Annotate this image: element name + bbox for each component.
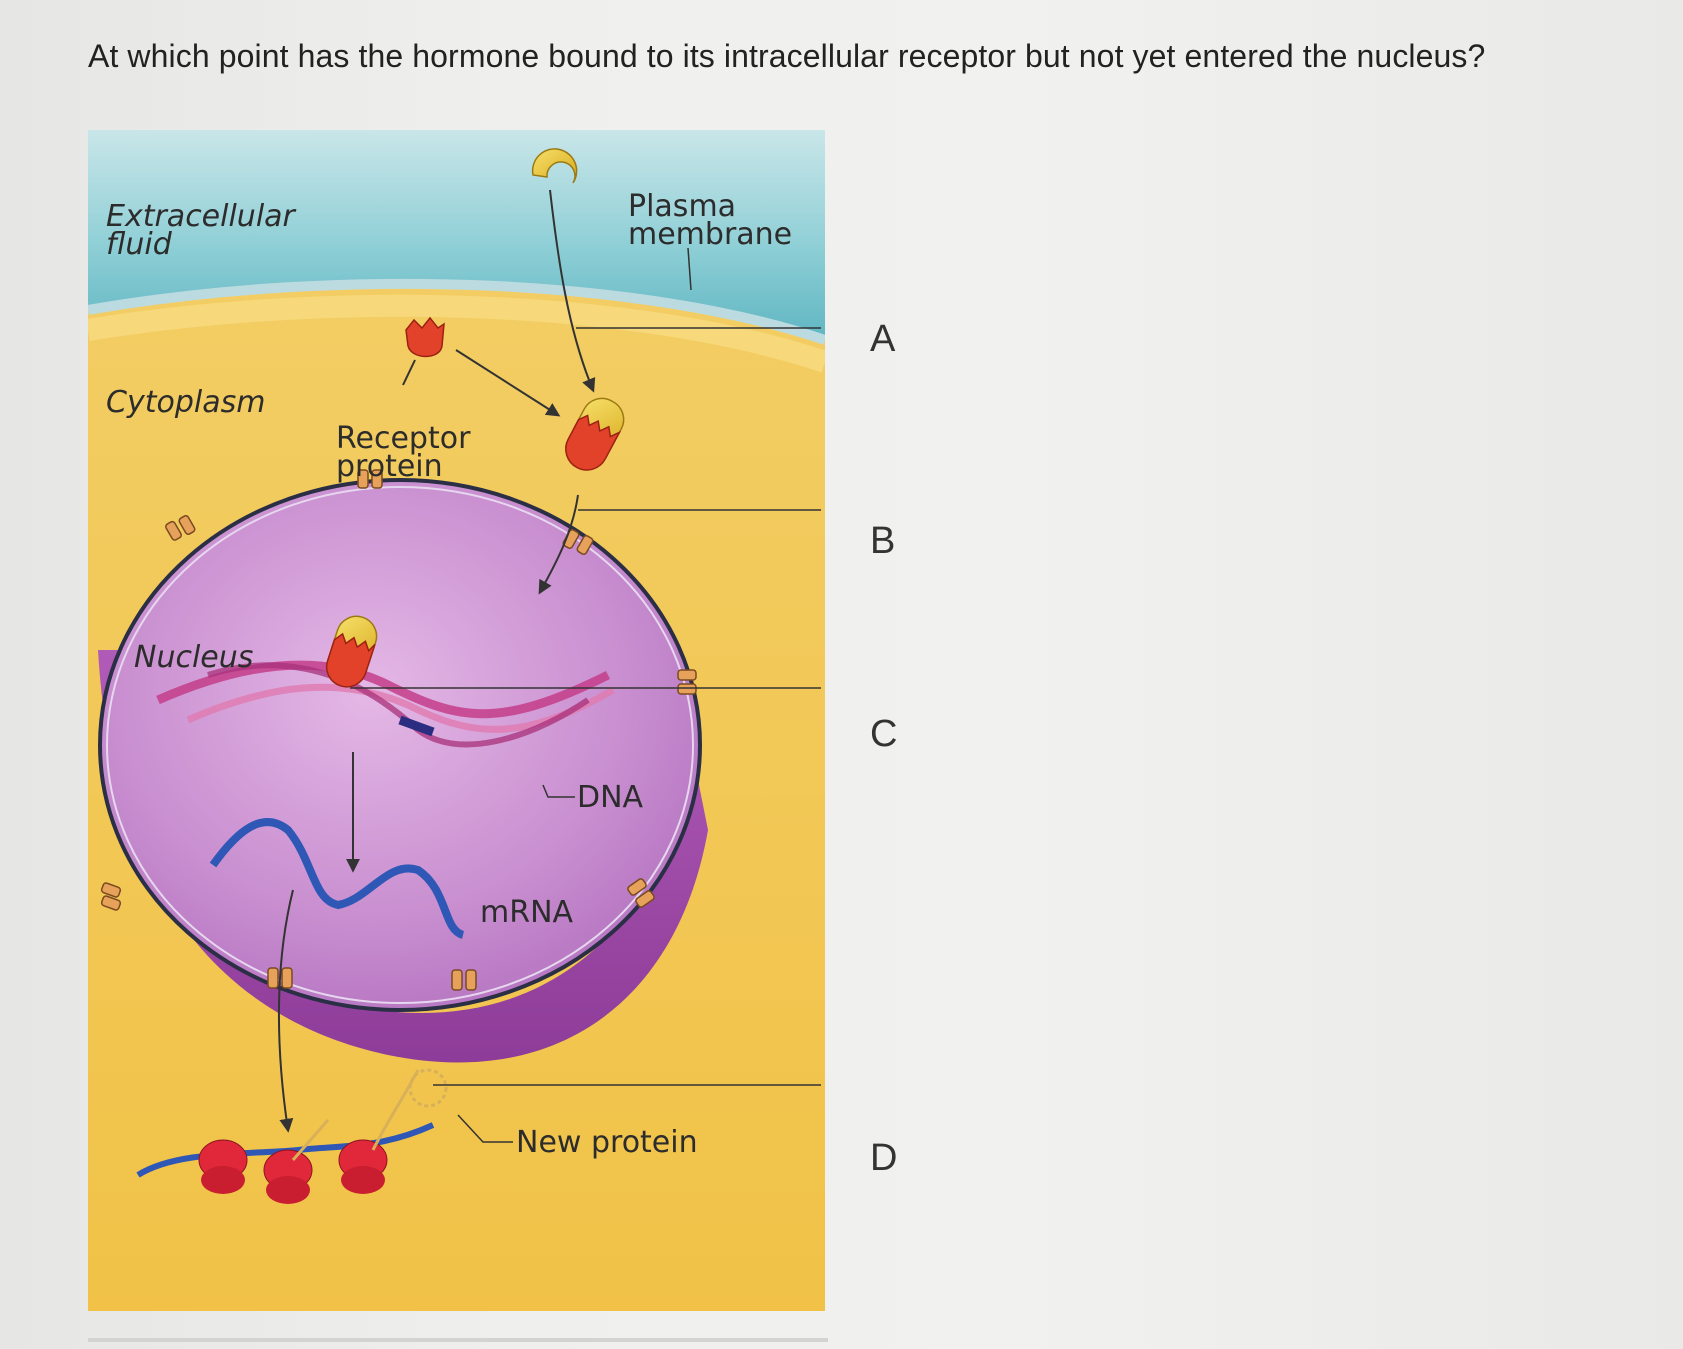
- nuclear-envelope: [98, 478, 702, 1012]
- label-nucleus: Nucleus: [134, 640, 253, 675]
- receptor-protein: [402, 316, 445, 386]
- new-protein: [408, 1068, 448, 1108]
- diagram-svg: Extracellular fluid Plasma membrane Cyto…: [88, 130, 825, 1311]
- plasma-membrane-pointer: [687, 247, 692, 291]
- label-plasma: Plasma: [628, 189, 736, 224]
- hormone-receptor-complex: [565, 397, 625, 471]
- label-membrane: membrane: [628, 217, 792, 252]
- plasma-membrane: [88, 278, 825, 345]
- label-new-protein: New protein: [516, 1125, 698, 1160]
- hormone-diagram: Extracellular fluid Plasma membrane Cyto…: [88, 130, 825, 1311]
- label-protein: protein: [336, 449, 443, 484]
- choice-d[interactable]: D: [870, 1137, 898, 1179]
- ribosomes: [136, 1069, 435, 1204]
- label-dna: DNA: [577, 780, 644, 815]
- hormone-extracellular: [531, 148, 578, 184]
- complex-on-dna: [325, 615, 378, 688]
- nucleus: [100, 480, 700, 1010]
- choice-b[interactable]: B: [870, 520, 896, 562]
- divider: [88, 1338, 828, 1342]
- label-receptor: Receptor: [336, 421, 471, 456]
- choice-a[interactable]: A: [870, 318, 896, 360]
- label-fluid: fluid: [106, 227, 173, 262]
- choice-c[interactable]: C: [870, 713, 898, 755]
- nuclear-pores: [100, 469, 697, 991]
- label-extracellular: Extracellular: [106, 199, 297, 234]
- mrna-strand: [209, 818, 465, 939]
- label-cytoplasm: Cytoplasm: [106, 385, 265, 420]
- dna-strand: [156, 660, 615, 748]
- label-mrna: mRNA: [480, 895, 574, 930]
- question-text: At which point has the hormone bound to …: [88, 38, 1486, 74]
